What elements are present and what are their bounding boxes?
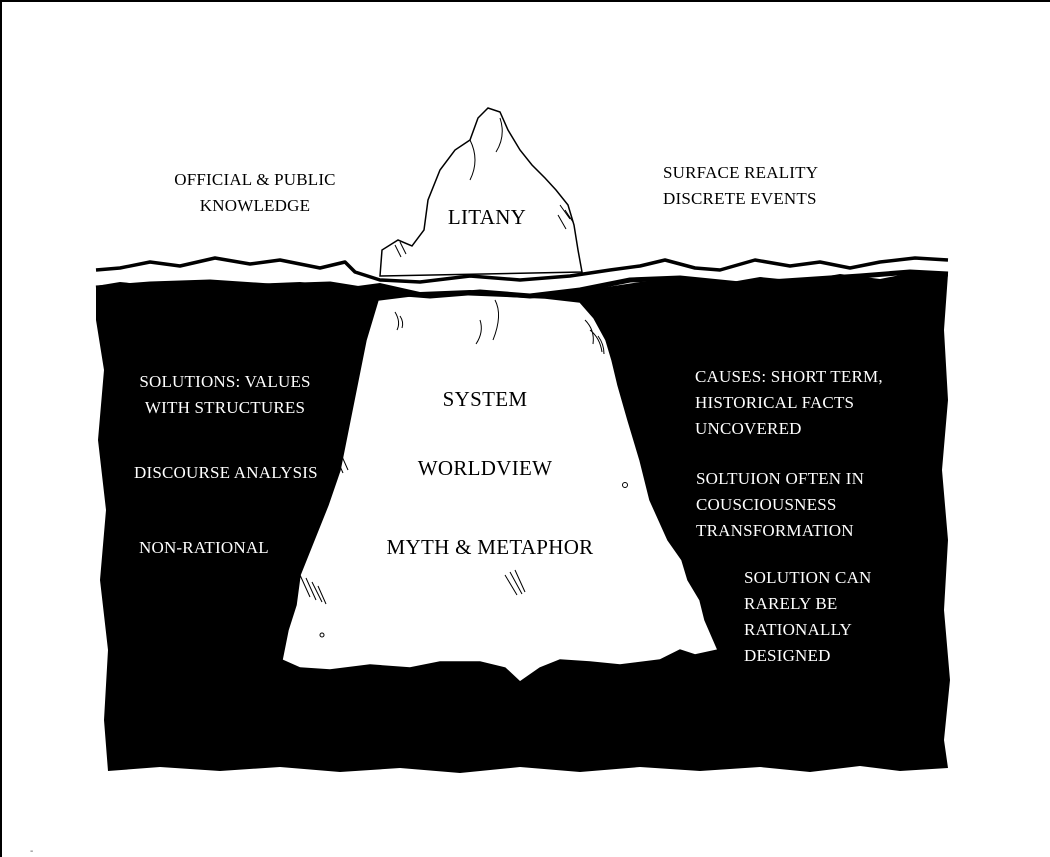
ice-hatching-details xyxy=(299,299,628,638)
myth-metaphor-label: MYTH & METAPHOR xyxy=(386,535,594,559)
solutions-values-label: SOLUTIONS: VALUES WITH STRUCTURES xyxy=(139,372,311,417)
non-rational-label: NON-RATIONAL xyxy=(139,538,269,557)
worldview-label: WORLDVIEW xyxy=(417,456,553,480)
solution-consciousness-label: SOLTUION OFTEN IN COUSCIOUSNESS TRANSFOR… xyxy=(696,469,865,540)
footer-mark: - xyxy=(30,846,34,857)
discourse-analysis-label: DISCOURSE ANALYSIS xyxy=(134,463,318,482)
surface-reality-label: SURFACE REALITY DISCRETE EVENTS xyxy=(663,163,819,208)
iceberg-underwater-body xyxy=(281,293,720,683)
system-label: SYSTEM xyxy=(442,387,528,411)
causes-short-term-label: CAUSES: SHORT TERM, HISTORICAL FACTS UNC… xyxy=(695,367,883,438)
iceberg-tip xyxy=(379,107,583,277)
waterline-lower xyxy=(95,269,949,299)
official-public-knowledge-label: OFFICIAL & PUBLIC KNOWLEDGE xyxy=(174,170,336,215)
solution-rarely-designed-label: SOLUTION CAN RARELY BE RATIONALLY DESIGN… xyxy=(744,568,872,665)
waterline-upper xyxy=(95,256,949,284)
litany-label: LITANY xyxy=(447,205,527,229)
tip-hatching-details xyxy=(394,117,574,258)
